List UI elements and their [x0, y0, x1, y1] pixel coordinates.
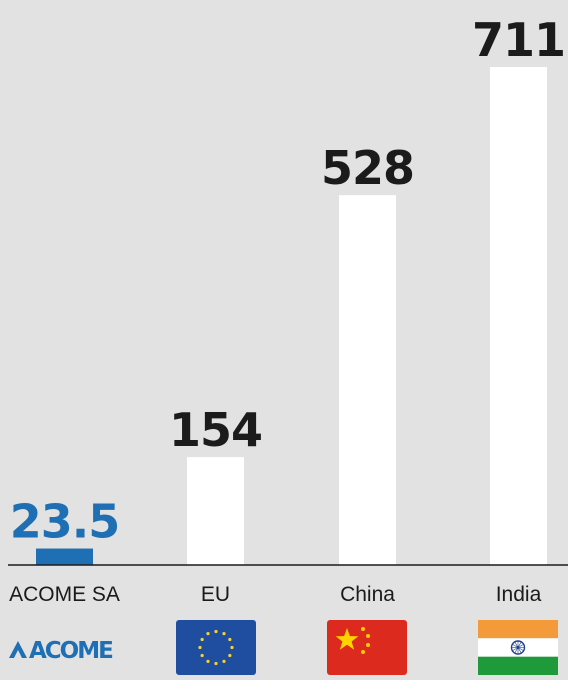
value-label-india: 711 — [472, 13, 565, 67]
category-label-eu: EU — [201, 583, 230, 606]
eu-star-icon — [228, 653, 232, 658]
eu-star-icon — [200, 653, 204, 658]
bar-china — [339, 195, 396, 565]
bar-acome-sa — [36, 548, 93, 565]
eu-flag-icon — [176, 620, 256, 675]
eu-star-icon — [200, 637, 204, 642]
category-label-acome-sa: ACOME SA — [9, 583, 120, 606]
category-label-china: China — [340, 583, 395, 606]
category-labels-group: ACOME SA EU China India — [9, 583, 542, 606]
value-label-china: 528 — [321, 141, 414, 195]
eu-star-icon — [222, 632, 226, 636]
acome-logo-mark-icon — [9, 641, 27, 658]
china-flag-icon — [327, 620, 407, 675]
eu-star-icon — [214, 629, 218, 634]
chakra-spoke — [514, 642, 519, 648]
value-label-acome-sa: 23.5 — [10, 495, 120, 549]
value-labels-group: 23.5 154 528 711 — [10, 13, 566, 549]
acome-logo: ACOME — [9, 638, 115, 664]
eu-star-icon — [206, 632, 210, 636]
chakra-spoke — [517, 644, 524, 648]
eu-star-icon — [222, 659, 226, 663]
chakra-spoke — [512, 644, 519, 648]
eu-star-icon — [214, 661, 218, 666]
india-flag-icon — [478, 620, 558, 675]
acome-logo-text: ACOME — [29, 638, 113, 664]
bars-group — [36, 67, 547, 565]
chakra-spoke — [514, 647, 519, 653]
bar-india — [490, 67, 547, 565]
eu-star-icon — [230, 645, 234, 650]
value-label-eu: 154 — [169, 403, 262, 457]
eu-star-icon — [228, 637, 232, 642]
bar-eu — [187, 457, 244, 565]
category-label-india: India — [496, 583, 542, 606]
chakra-spoke — [517, 647, 524, 651]
chakra-spoke — [517, 642, 522, 648]
eu-star-icon — [206, 659, 210, 663]
chakra-spoke — [517, 647, 522, 653]
chakra-spoke — [512, 647, 519, 651]
eu-star-icon — [198, 645, 202, 650]
